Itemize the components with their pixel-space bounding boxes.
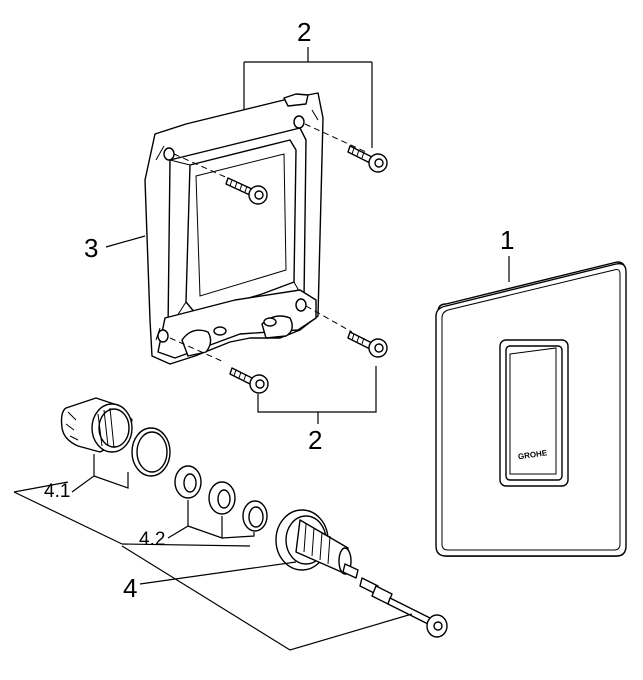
screw-bottom-left	[229, 367, 269, 394]
washer-1	[174, 465, 202, 499]
callout-1-label: 1	[500, 225, 514, 255]
flush-rod	[359, 577, 448, 638]
callout-4-2-label: 4.2	[139, 529, 165, 550]
screw-top-right	[347, 145, 388, 173]
grohe-logo: GROHE	[517, 448, 548, 461]
valve-actuator	[60, 397, 133, 453]
mounting-frame	[144, 92, 324, 365]
callout-4-label: 4	[123, 573, 137, 603]
cover-plate: 1 GROHE	[435, 225, 627, 557]
o-ring-large	[131, 427, 171, 477]
callout-3-label: 3	[84, 233, 98, 263]
callout-2-top-label: 2	[297, 17, 311, 47]
washer-2	[208, 481, 236, 515]
callout-frame: 3	[84, 233, 146, 263]
screw-top-left	[225, 177, 268, 205]
callout-2-bottom-label: 2	[308, 425, 322, 455]
callout-screws-bottom: 2	[257, 366, 377, 455]
valve-body	[275, 509, 359, 579]
callout-4-1-label: 4.1	[44, 481, 70, 502]
washer-3	[242, 500, 268, 532]
screw-bottom-right	[347, 331, 388, 358]
callout-4-2: 4.2	[139, 500, 255, 550]
callout-4: 4	[13, 481, 413, 651]
callout-4-1: 4.1	[44, 454, 129, 502]
